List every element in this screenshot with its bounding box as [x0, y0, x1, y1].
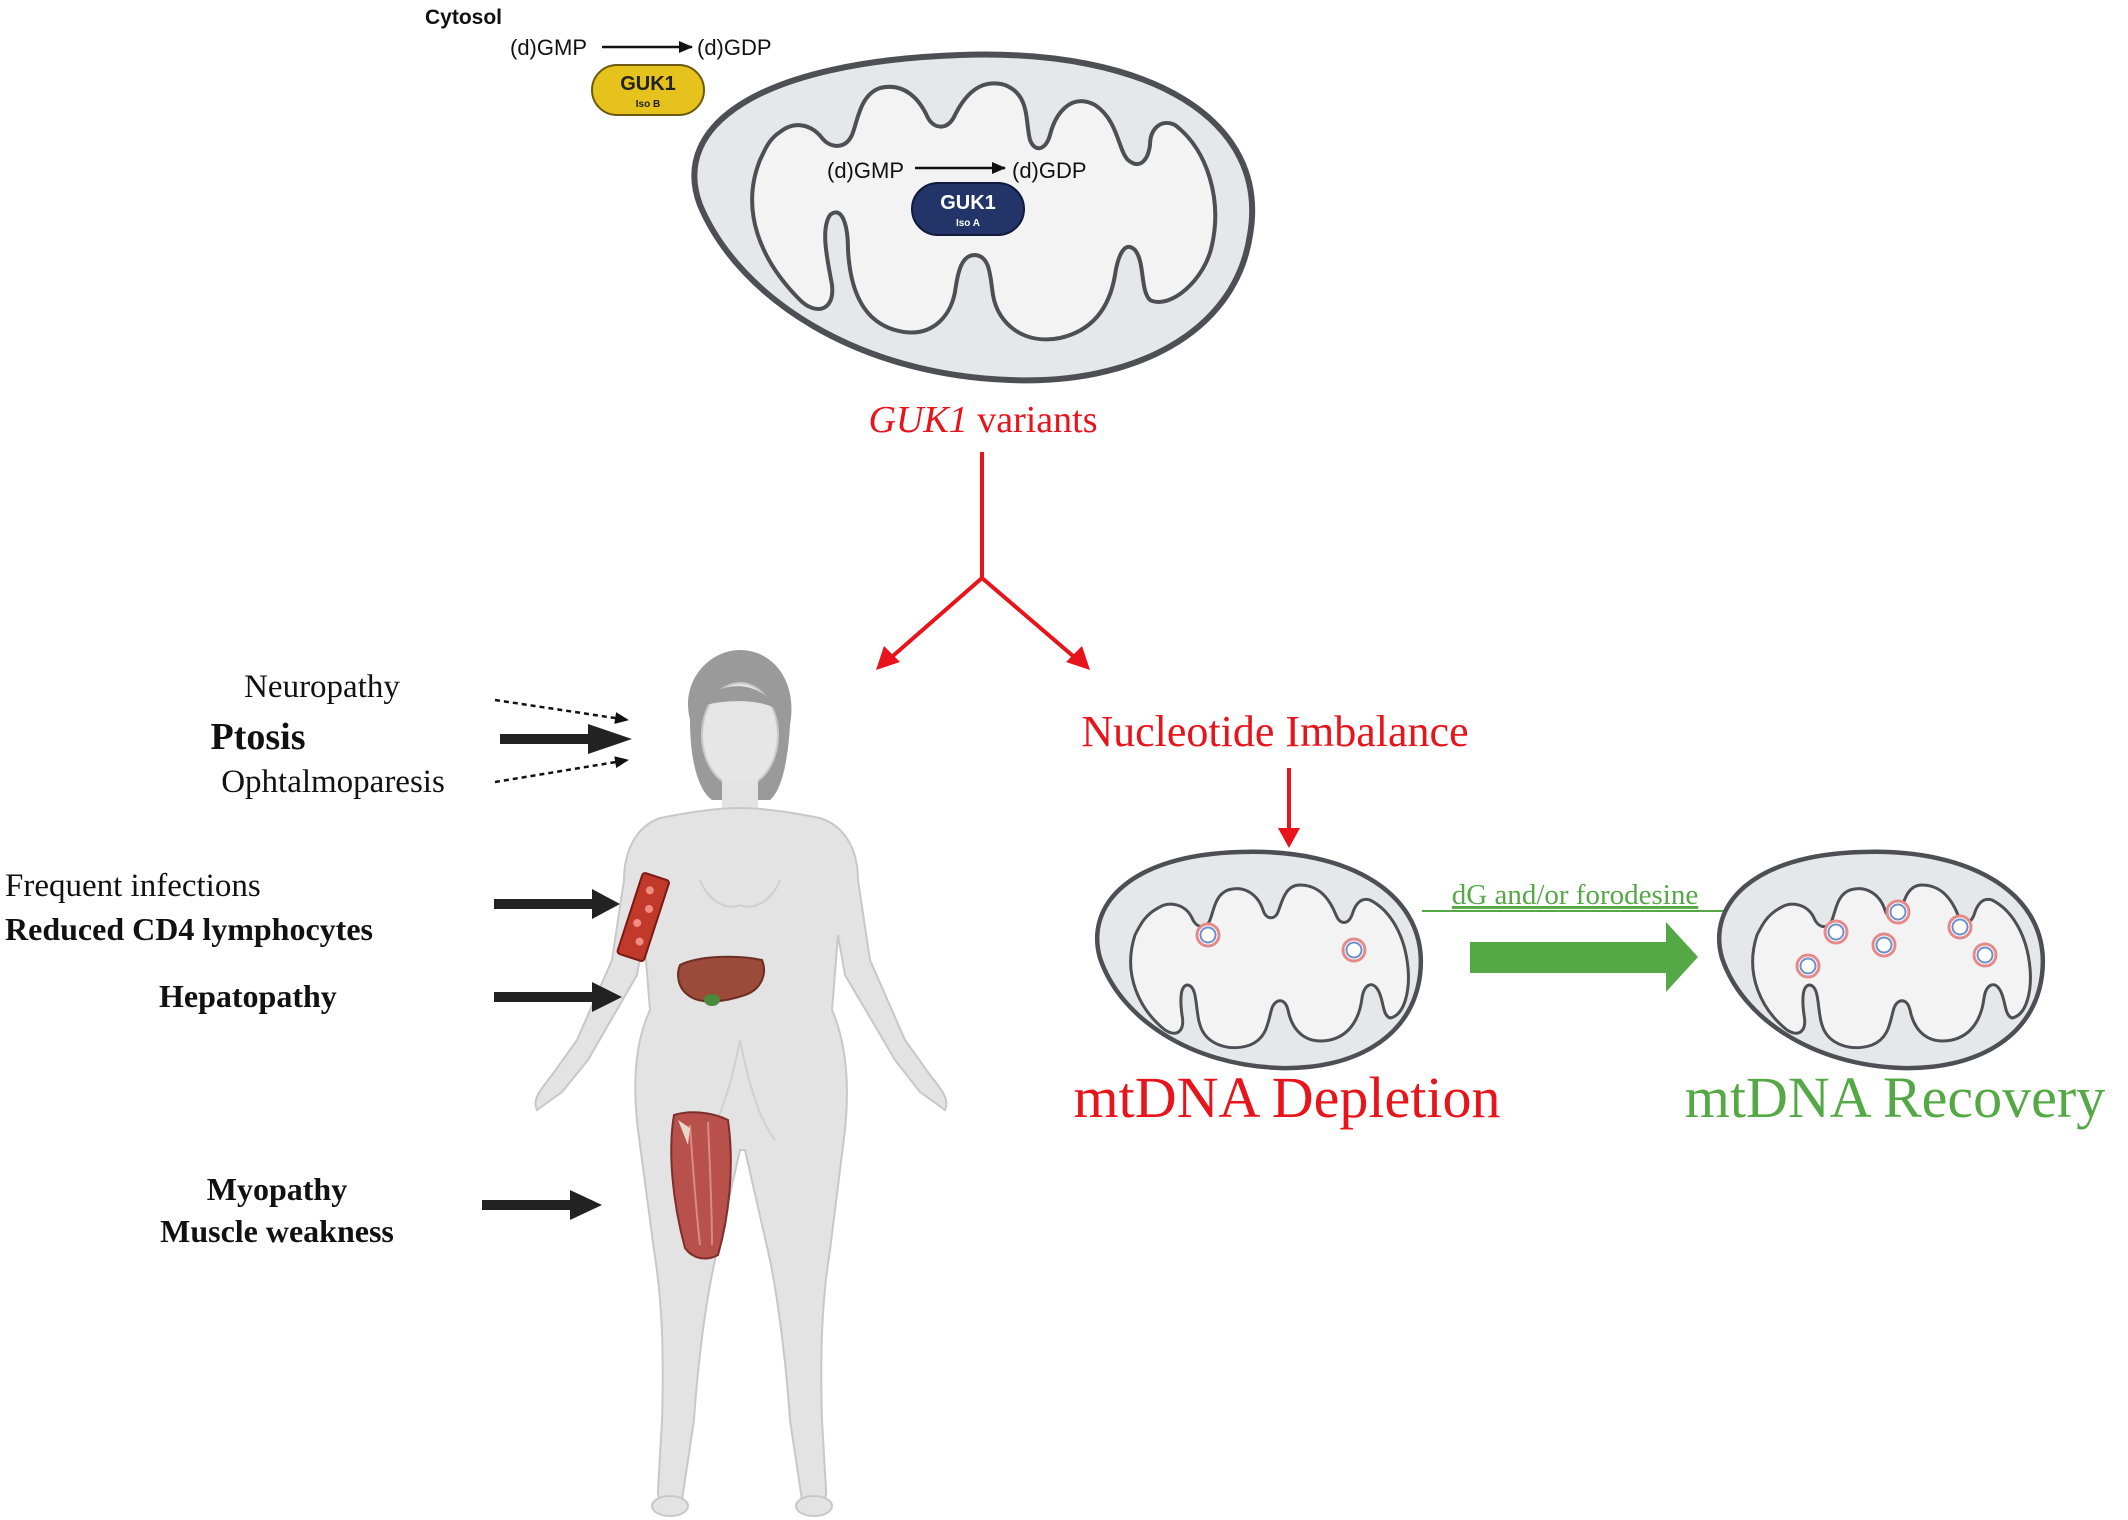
mtdna-depletion-label: mtDNA Depletion: [1074, 1065, 1501, 1130]
nucleotide-imbalance-label: Nucleotide Imbalance: [1081, 707, 1468, 756]
muscle-icon: [670, 1111, 732, 1260]
blood-vessel-icon: [616, 872, 670, 963]
guk1-iso-b-badge: GUK1 Iso B: [591, 64, 705, 116]
arrowhead-to-body: [876, 646, 900, 670]
variant-split-arrow: [884, 452, 1082, 664]
symptom-cd4: Reduced CD4 lymphocytes: [5, 911, 373, 947]
arrow-ophthalmoparesis: [494, 756, 629, 784]
arrow-neuropathy: [494, 698, 629, 725]
arrowhead-depletion: [1278, 828, 1300, 848]
arrow-ptosis: [500, 724, 632, 754]
mito-substrate: (d)GMP: [827, 158, 904, 183]
treatment-arrow: [1470, 922, 1698, 992]
human-body-icon: [534, 650, 948, 1517]
guk1-iso-a-enzyme: GUK1: [940, 192, 996, 214]
depleted-mitochondrion-icon: [1094, 849, 1424, 1071]
arrow-hepatopathy: [494, 982, 622, 1012]
symptom-infections: Frequent infections: [5, 868, 261, 904]
cytosol-product: (d)GDP: [697, 35, 772, 60]
guk1-iso-a-badge: GUK1 Iso A: [911, 182, 1025, 236]
variant-gene: GUK1: [868, 399, 967, 441]
guk1-variants-label: GUK1 variants: [868, 399, 1097, 441]
cytosol-substrate: (d)GMP: [510, 35, 587, 60]
cytosol-label: Cytosol: [425, 6, 502, 29]
guk1-iso-b-enzyme: GUK1: [620, 73, 676, 95]
symptom-myopathy: Myopathy: [207, 1171, 347, 1207]
symptom-ptosis: Ptosis: [211, 716, 306, 758]
variant-suffix: variants: [968, 399, 1098, 441]
mtdna-recovery-label: mtDNA Recovery: [1685, 1065, 2105, 1130]
symptom-neuropathy: Neuropathy: [244, 669, 400, 705]
symptom-hepatopathy: Hepatopathy: [159, 978, 337, 1014]
guk1-iso-b-isoform: Iso B: [636, 99, 660, 110]
symptom-ophthalmoparesis: Ophtalmoparesis: [221, 764, 445, 800]
guk1-iso-a-isoform: Iso A: [956, 218, 980, 229]
symptom-weakness: Muscle weakness: [160, 1213, 394, 1249]
mito-product: (d)GDP: [1012, 158, 1087, 183]
arrowhead-to-imbalance: [1066, 646, 1090, 670]
arrow-immune: [494, 889, 620, 919]
recovered-mitochondrion-icon: [1716, 849, 2046, 1071]
liver-icon: [677, 955, 765, 1006]
arrow-myopathy: [482, 1190, 602, 1220]
treatment-label: dG and/or forodesine: [1452, 879, 1698, 911]
